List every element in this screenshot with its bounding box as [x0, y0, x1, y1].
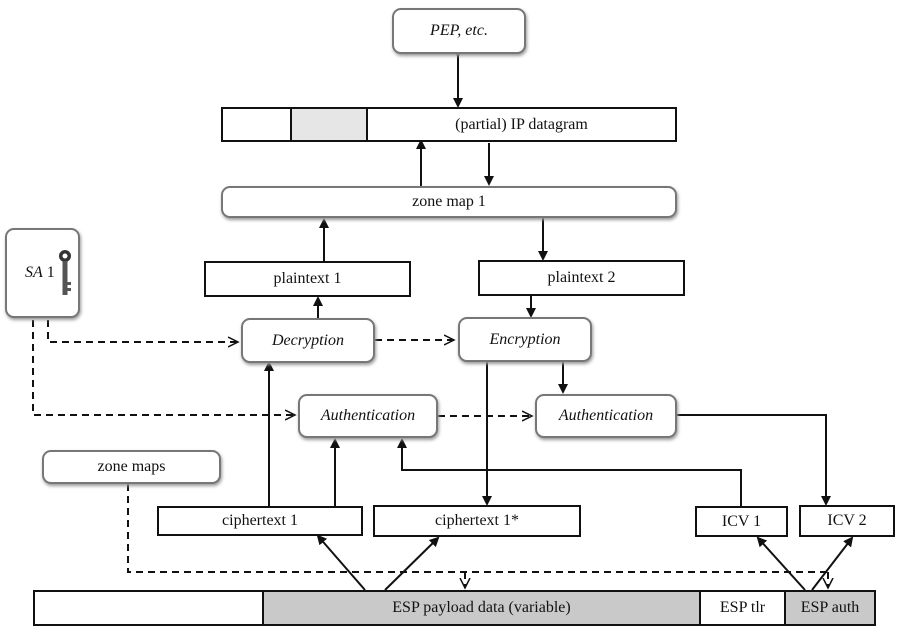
plaintext-2-box: plaintext 2 [478, 260, 685, 296]
key-icon [59, 250, 71, 295]
esp-payload-label: ESP payload data (variable) [392, 599, 571, 616]
zonemaps-dashed [127, 484, 830, 573]
sa-label-number: 1 [42, 264, 55, 281]
esp-trailer-field: ESP tlr [701, 592, 786, 624]
ip-datagram: (partial) IP datagram [221, 107, 677, 142]
decryption-box: Decryption [241, 318, 375, 363]
sa-label-italic: SA [25, 264, 43, 281]
zone-maps-label: zone maps [97, 458, 166, 475]
icv-1-label: ICV 1 [721, 512, 762, 530]
ciphertext-1-label: ciphertext 1 [222, 512, 298, 529]
esp-trailer-label: ESP tlr [719, 599, 766, 616]
icv-1-box: ICV 1 [695, 506, 788, 537]
ciphertext-1-star-box: ciphertext 1* [373, 505, 581, 537]
authentication-left-label: Authentication [320, 407, 416, 424]
espauth-to-icv2-arrow [811, 536, 854, 591]
pep-box: PEP, etc. [392, 8, 526, 54]
esp-header-field [35, 592, 264, 624]
sa-to-decryption-dashed [47, 320, 238, 342]
authentication-right-label: Authentication [558, 407, 654, 424]
ciphertext-1-star-label: ciphertext 1* [435, 512, 519, 529]
zone-map-1-box: zone map 1 [221, 186, 677, 218]
decryption-label: Decryption [272, 331, 344, 349]
ciphertext-1-box: ciphertext 1 [157, 506, 363, 536]
encryption-label: Encryption [489, 330, 561, 348]
esp-auth-field: ESP auth [786, 592, 874, 624]
encryption-box: Encryption [458, 317, 592, 362]
sa-to-authleft-dashed [32, 320, 295, 415]
espauth-to-icv1-arrow [756, 536, 806, 591]
payload-to-ciphertext1star-arrow [384, 536, 440, 591]
sa-1-label: SA 1 [25, 264, 55, 282]
ip-datagram-label: (partial) IP datagram [455, 115, 588, 133]
icv-2-label: ICV 2 [827, 512, 867, 529]
ip-datagram-shaded-field [292, 109, 368, 140]
plaintext-2-label: plaintext 2 [547, 269, 616, 286]
esp-auth-label: ESP auth [800, 599, 860, 616]
icv-2-box: ICV 2 [799, 505, 895, 537]
zone-maps-box: zone maps [42, 450, 221, 484]
payload-to-ciphertext1-arrow [316, 534, 366, 591]
sa-1-box: SA 1 [5, 228, 80, 318]
plaintext-1-box: plaintext 1 [204, 261, 411, 297]
esp-payload-field: ESP payload data (variable) [264, 592, 701, 624]
ip-datagram-header-field [223, 109, 292, 140]
icv1-to-authleft-arrow [397, 438, 742, 506]
authright-to-icv2-arrow [677, 414, 831, 506]
plaintext-1-label: plaintext 1 [273, 270, 342, 287]
authentication-left-box: Authentication [298, 394, 438, 438]
pep-label: PEP, etc. [430, 22, 488, 39]
esp-packet-bar: ESP payload data (variable) ESP tlr ESP … [33, 590, 876, 626]
authentication-right-box: Authentication [535, 394, 677, 438]
zone-map-1-label: zone map 1 [412, 193, 486, 210]
